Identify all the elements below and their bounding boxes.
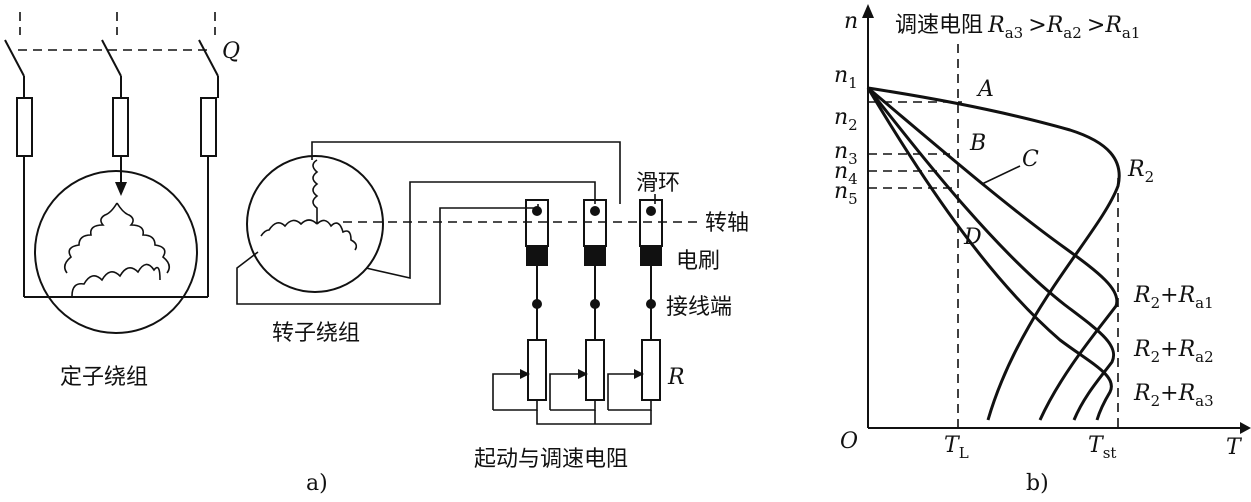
point-c: C [1022, 147, 1039, 172]
curve-r2-ra3 [866, 87, 1113, 421]
stator-winding [34, 170, 198, 334]
brush-label: 电刷 [676, 249, 720, 274]
curve-label-r2-ra1: R2+Ra1 [1133, 283, 1214, 312]
point-d: D [963, 225, 982, 250]
y-axis-label: n [844, 9, 858, 34]
curve-r2 [867, 86, 1121, 421]
rotor-winding [236, 141, 621, 305]
slip-ring-label: 滑环 [636, 171, 680, 196]
origin-label: O [840, 429, 858, 454]
torque-label-start: Tst [1088, 433, 1116, 462]
shaft-label: 转轴 [705, 211, 749, 236]
curve-r2-ra1 [867, 86, 1119, 421]
caption-b: b) [1026, 471, 1049, 496]
knife-switch [4, 12, 219, 98]
characteristic-chart: n T O 调速电阻 Ra3 >Ra2 >Ra1 n1 n2 n3 n4 n5 [834, 4, 1251, 496]
caption-a: a) [306, 471, 328, 496]
resistor-label: R [667, 365, 685, 390]
resistor-group-label: 起动与调速电阻 [474, 447, 628, 472]
torque-label-load: TL [944, 433, 969, 462]
curve-label-r2: R2 [1127, 157, 1154, 186]
point-a: A [976, 77, 994, 102]
curve-label-r2-ra2: R2+Ra2 [1133, 337, 1214, 366]
speed-label-n1: n1 [834, 63, 858, 92]
switch-label: Q [222, 39, 240, 64]
curves [866, 86, 1121, 421]
terminal-label: 接线端 [666, 295, 732, 320]
speed-label-n4: n4 [834, 159, 858, 188]
x-axis-label: T [1226, 435, 1243, 460]
speed-label-n5: n5 [834, 179, 858, 208]
rotor-label: 转子绕组 [272, 321, 360, 346]
curve-r2-ra2 [866, 87, 1116, 421]
point-b: B [969, 131, 986, 156]
fuses [16, 97, 217, 298]
curve-label-r2-ra3: R2+Ra3 [1133, 381, 1214, 410]
chart-title: 调速电阻 Ra3 >Ra2 >Ra1 [895, 13, 1140, 42]
speed-label-n2: n2 [834, 105, 858, 134]
circuit-diagram: Q 定子绕组 [4, 12, 749, 496]
stator-label: 定子绕组 [60, 365, 148, 390]
slip-ring-assembly [492, 199, 663, 425]
speed-label-n3: n3 [834, 139, 858, 168]
